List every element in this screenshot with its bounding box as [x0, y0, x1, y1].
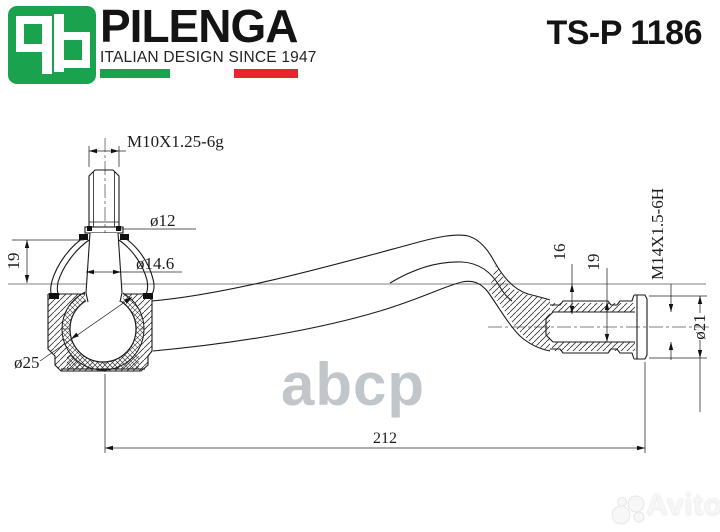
- brand-tagline: ITALIAN DESIGN SINCE 1947: [100, 49, 317, 66]
- dimension-arrows: [24, 148, 703, 451]
- brand-name: PILENGA: [100, 0, 298, 52]
- brand-block: PILENGA ITALIAN DESIGN SINCE 1947: [100, 0, 317, 78]
- part-number: TS-P 1186: [546, 14, 702, 52]
- dimension-lines: [12, 146, 707, 453]
- label-overall-length: 212: [373, 430, 397, 447]
- tie-rod-shaft: [151, 234, 551, 352]
- socket-tube: [545, 294, 648, 360]
- label-stud-dia-bottom: ø14.6: [136, 254, 174, 273]
- flag-green: [100, 69, 170, 78]
- dust-boot: [49, 234, 155, 299]
- label-socket-depth: 19: [584, 254, 603, 271]
- label-socket-dia: ø21: [690, 314, 709, 340]
- label-height-left: 19: [4, 253, 23, 270]
- flag-white: [170, 69, 234, 78]
- abcp-watermark: abcp: [281, 351, 426, 418]
- label-ball-dia: ø25: [14, 353, 40, 372]
- label-stud-thread: M10X1.25-6g: [127, 132, 224, 151]
- pilenga-logo-icon: [8, 6, 96, 84]
- avito-watermark: Avito: [646, 488, 720, 521]
- label-socket-offset: 16: [550, 244, 569, 261]
- rod-socket-collar: [489, 265, 550, 351]
- label-stud-dia-top: ø12: [150, 211, 176, 230]
- italian-flag-bar: [100, 69, 298, 78]
- avito-logo-icon: [611, 495, 645, 525]
- label-socket-thread: M14X1.5-6H: [648, 188, 667, 280]
- flag-red: [234, 69, 298, 78]
- dimension-labels: M10X1.25-6g ø12 ø14.6 19 ø25 16 19 M14X1…: [4, 132, 709, 447]
- ball-stud: [84, 169, 124, 303]
